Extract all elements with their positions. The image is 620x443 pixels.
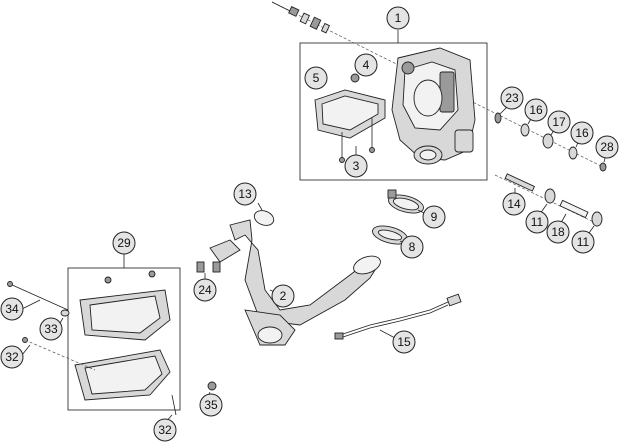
spacer-stack <box>494 173 603 227</box>
callout-28: 28 <box>595 135 619 159</box>
callout-17: 17 <box>547 110 571 134</box>
callout-15: 15 <box>392 330 416 354</box>
callout-8: 8 <box>400 235 424 259</box>
callout-23: 23 <box>500 86 524 110</box>
clamp-9 <box>387 189 424 214</box>
callout-1: 1 <box>386 6 410 30</box>
callout-4: 4 <box>354 53 378 77</box>
callout-11a: 11 <box>525 210 549 234</box>
callout-18: 18 <box>546 220 570 244</box>
svg-text:23: 23 <box>505 91 519 105</box>
svg-text:32: 32 <box>158 423 172 437</box>
svg-text:24: 24 <box>198 283 212 297</box>
svg-text:13: 13 <box>238 187 252 201</box>
small-fasteners <box>22 309 217 416</box>
callout-16b: 16 <box>570 121 594 145</box>
callout-13: 13 <box>233 182 257 206</box>
svg-text:8: 8 <box>409 240 416 254</box>
svg-text:16: 16 <box>529 103 543 117</box>
svg-text:16: 16 <box>575 126 589 140</box>
long-bolt-34 <box>7 281 69 311</box>
callout-11b: 11 <box>571 230 595 254</box>
airbox-cover <box>314 73 386 163</box>
callout-9: 9 <box>422 205 446 229</box>
svg-text:35: 35 <box>204 398 218 412</box>
svg-text:11: 11 <box>577 235 590 249</box>
callout-14: 14 <box>502 192 526 216</box>
svg-text:9: 9 <box>431 210 438 224</box>
svg-text:34: 34 <box>5 302 19 316</box>
svg-text:33: 33 <box>44 322 58 336</box>
callout-32b: 32 <box>153 418 177 442</box>
svg-text:29: 29 <box>117 236 131 250</box>
assembly-box-1 <box>299 42 488 181</box>
callout-33: 33 <box>39 317 63 341</box>
callout-34: 34 <box>0 297 24 321</box>
callout-35: 35 <box>199 393 223 417</box>
callout-29: 29 <box>112 231 136 255</box>
svg-text:5: 5 <box>313 71 320 85</box>
callout-2: 2 <box>271 284 295 308</box>
svg-text:14: 14 <box>507 197 521 211</box>
svg-text:15: 15 <box>397 335 411 349</box>
callout-32a: 32 <box>0 345 24 369</box>
svg-text:3: 3 <box>353 159 360 173</box>
intake-hose-8 <box>372 225 408 245</box>
callout-24: 24 <box>193 278 217 302</box>
intake-manifold <box>209 219 381 346</box>
right-fastener-stack <box>494 112 607 172</box>
svg-text:2: 2 <box>280 289 287 303</box>
callout-3: 3 <box>344 154 368 178</box>
o-ring-13 <box>253 210 275 226</box>
sensor-cable-15 <box>334 293 462 340</box>
svg-text:18: 18 <box>551 225 565 239</box>
svg-text:28: 28 <box>600 140 614 154</box>
heat-shield-29 <box>74 270 171 401</box>
callout-5: 5 <box>304 66 328 90</box>
throttle-body <box>391 47 476 165</box>
svg-text:32: 32 <box>5 350 19 364</box>
svg-text:1: 1 <box>395 11 402 25</box>
svg-text:17: 17 <box>552 115 566 129</box>
svg-text:4: 4 <box>363 58 370 72</box>
callout-16a: 16 <box>524 98 548 122</box>
bolts-24 <box>196 261 221 273</box>
svg-text:11: 11 <box>531 215 544 229</box>
